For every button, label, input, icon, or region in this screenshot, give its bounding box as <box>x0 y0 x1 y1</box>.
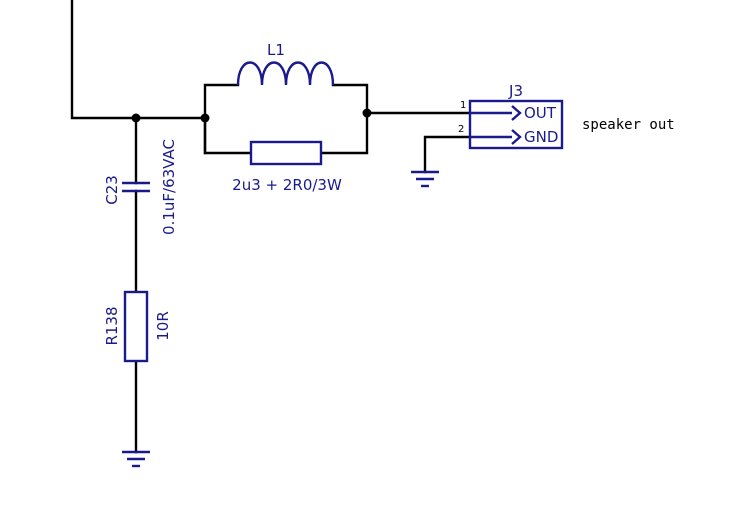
resistor-r138[interactable]: R138 10R <box>103 290 172 363</box>
junction-dot <box>362 108 372 118</box>
connector-pin-number: 1 <box>460 100 466 111</box>
connector-ref-label: J3 <box>508 82 523 100</box>
resistor-ref-label: R138 <box>103 306 121 345</box>
resistor-value-label: 2u3 + 2R0/3W <box>232 176 342 194</box>
junctions <box>131 108 372 123</box>
connector-pin-arrow <box>470 129 522 145</box>
capacitor-value-label: 0.1uF/63VAC <box>160 139 178 235</box>
wire-parallel-left <box>203 83 240 155</box>
inductor-coil-symbol <box>236 61 335 86</box>
wire-j3-pin2-to-ground <box>423 135 472 174</box>
capacitor-c23[interactable]: C23 0.1uF/63VAC <box>103 139 178 235</box>
resistor-body-symbol <box>249 140 323 166</box>
capacitor-ref-label: C23 <box>103 175 121 205</box>
junction-dot <box>131 113 141 123</box>
inductor-l1[interactable]: L1 <box>236 41 335 86</box>
resistor-body-symbol <box>123 290 149 363</box>
ground-icon <box>411 170 439 188</box>
ground-icon <box>122 450 150 468</box>
resistor-value-label: 10R <box>154 311 172 341</box>
connector-pin-arrow <box>470 105 522 121</box>
wire-input-vertical <box>70 0 207 120</box>
net-label-speaker-out: speaker out <box>582 117 675 133</box>
junction-dot <box>200 113 210 123</box>
resistor-parallel[interactable]: 2u3 + 2R0/3W <box>232 140 342 194</box>
connector-pin-number: 2 <box>458 124 464 135</box>
inductor-ref-label: L1 <box>267 41 285 59</box>
wire-parallel-left-bottom <box>203 116 253 155</box>
connector-pin-name: OUT <box>524 104 557 122</box>
connector-j3[interactable]: J3 1 2 OUT GND <box>458 82 564 150</box>
wire-parallel-right <box>319 83 369 155</box>
wires <box>70 0 472 454</box>
connector-pin-name: GND <box>524 128 558 146</box>
